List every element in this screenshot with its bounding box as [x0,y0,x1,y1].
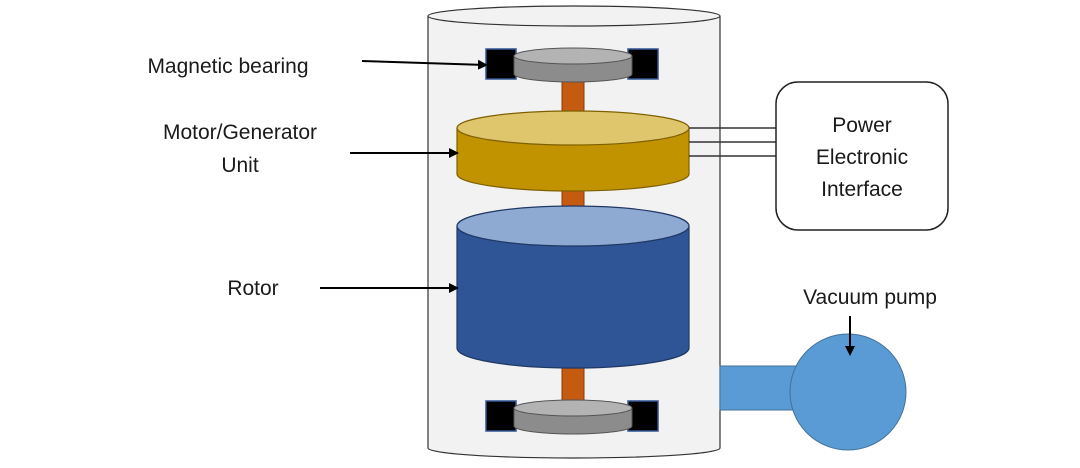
magnetic-bearing-label: Magnetic bearing [147,55,308,78]
power-electronic-interface-box [775,81,949,231]
magnetic-bearing-bottom [485,399,659,435]
bearing-magnet-right [627,48,659,80]
power-connection-lines [689,127,776,157]
rotor-label: Rotor [227,277,278,300]
power-interface-label-line3: Interface [821,178,903,201]
bearing-magnet-left [485,48,517,80]
motor-generator-label-line2: Unit [221,154,259,177]
rotor [456,205,690,369]
vacuum-pump [719,333,907,451]
magnetic-bearing-arrow [361,59,488,70]
motor-generator-label-line1: Motor/Generator [163,121,317,144]
power-interface-label-line1: Power [832,114,892,137]
bearing-magnet-left [485,400,517,432]
power-interface-label-line2: Electronic [816,146,908,169]
motor-generator-unit [456,110,690,192]
magnetic-bearing-top [485,47,659,83]
vacuum-pump-label: Vacuum pump [803,286,937,309]
vacuum-pump-body [789,333,907,451]
